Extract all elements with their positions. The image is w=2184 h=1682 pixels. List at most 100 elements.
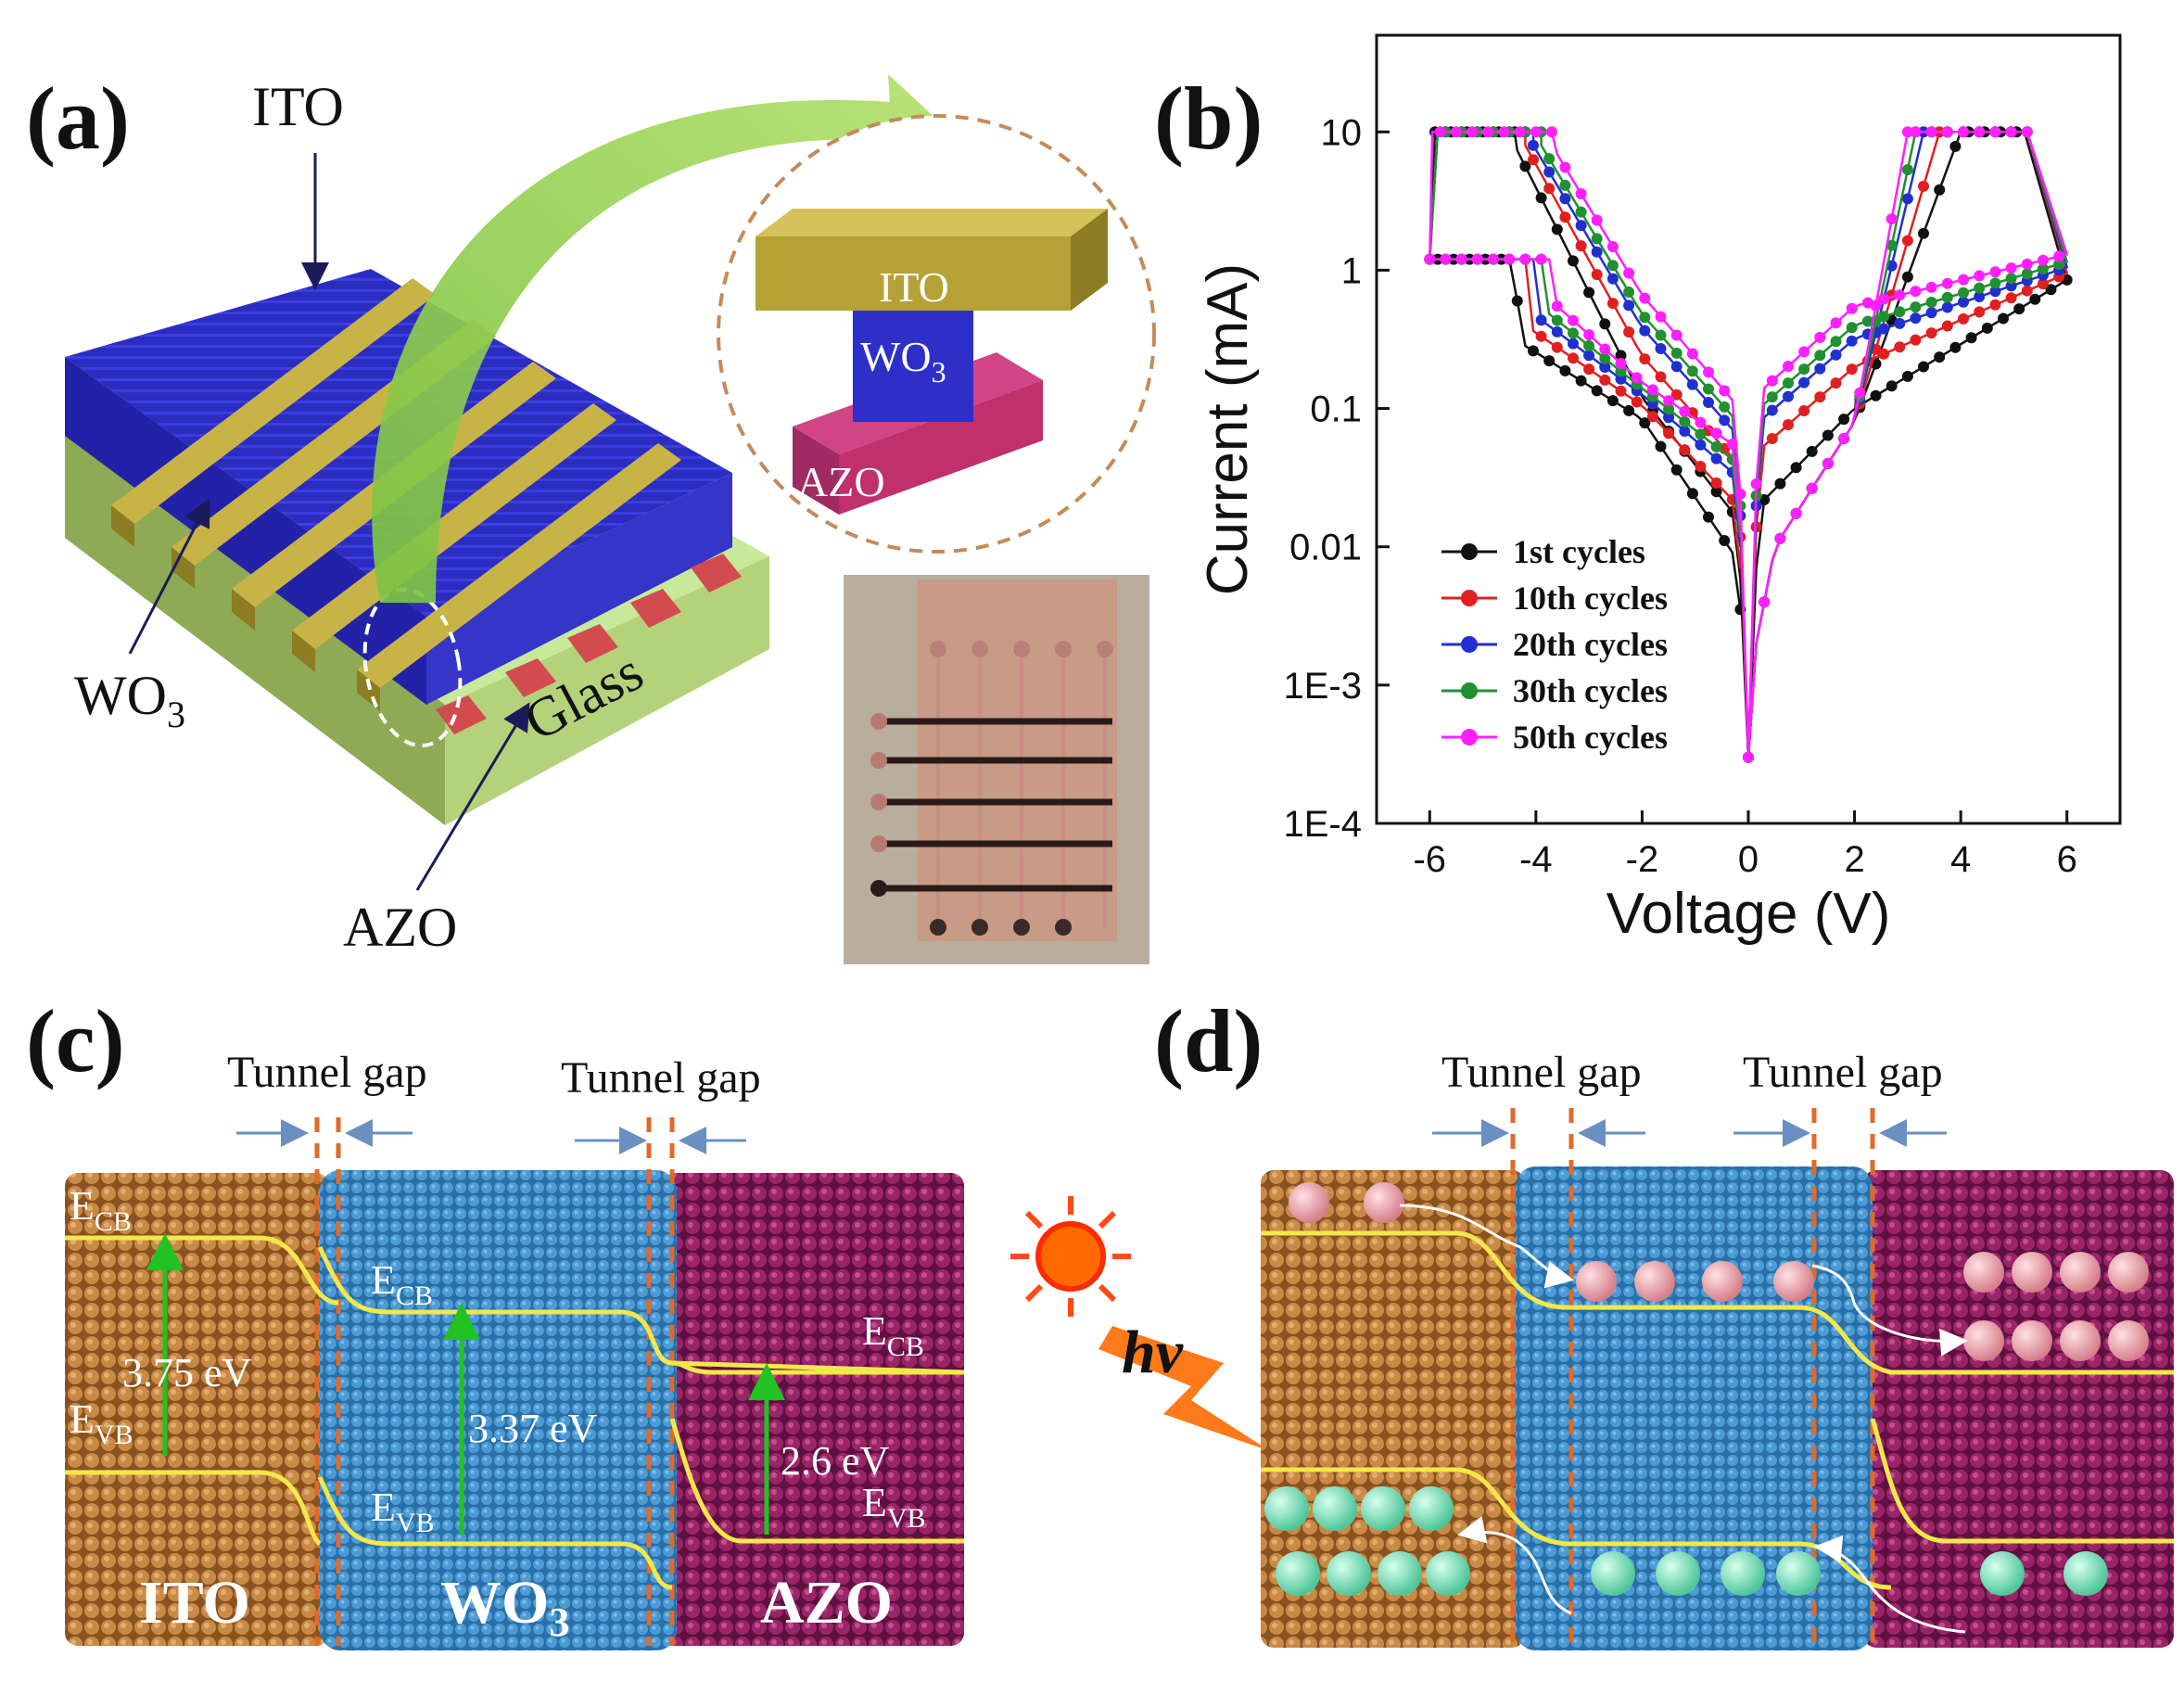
data-point [1925, 126, 1937, 138]
data-point [1719, 401, 1731, 413]
data-point [1695, 416, 1707, 428]
data-point [1551, 223, 1563, 236]
data-point [1974, 126, 1986, 138]
data-point [1878, 348, 1890, 360]
data-point [1551, 300, 1563, 312]
data-point [1599, 362, 1611, 373]
data-point [1543, 355, 1555, 367]
data-point [1568, 352, 1579, 364]
data-point [1846, 322, 1858, 334]
data-point [1639, 353, 1651, 365]
data-point [1894, 306, 1906, 318]
data-point [1615, 373, 1627, 385]
data-point [1679, 426, 1691, 437]
x-tick-label: -2 [1626, 839, 1659, 880]
series-line [1428, 131, 2069, 758]
data-point [1910, 126, 1922, 138]
data-point [1591, 233, 1603, 245]
data-point [1719, 535, 1731, 546]
data-point [1670, 361, 1682, 373]
data-point [1958, 274, 1969, 286]
data-point [1878, 293, 1890, 305]
data-point [1498, 126, 1510, 138]
azo-name: AZO [760, 1569, 893, 1637]
inset-ito-label: ITO [879, 263, 949, 311]
data-point [1606, 260, 1619, 272]
inset-azo-label: AZO [797, 458, 885, 505]
data-point [1655, 440, 1667, 452]
data-point [1759, 596, 1771, 608]
data-point [1838, 433, 1850, 444]
inset-cross-section: ITO WO3 AZO [717, 114, 1156, 554]
data-point [1583, 339, 1595, 351]
data-point [1766, 433, 1778, 444]
data-point [1568, 327, 1579, 339]
data-point [1726, 439, 1738, 450]
data-point [1830, 349, 1842, 361]
data-point [1719, 414, 1731, 427]
data-point [1846, 302, 1858, 314]
data-point [2021, 285, 2033, 297]
data-point [1886, 213, 1898, 225]
data-point [2037, 278, 2049, 290]
callout-wo3-arrow [128, 498, 210, 655]
data-point [1974, 291, 1986, 302]
data-point [1686, 365, 1698, 377]
data-point [1670, 347, 1682, 359]
data-point [1798, 346, 1810, 358]
data-point [1743, 751, 1754, 763]
data-point [2005, 262, 2017, 274]
data-point [1686, 378, 1698, 390]
data-point [1958, 126, 1969, 138]
data-point [1766, 391, 1778, 403]
panel-a: (a) [26, 69, 1156, 964]
data-point [1606, 241, 1619, 252]
ito-evb-label: EVB [70, 1396, 133, 1450]
data-point [1719, 385, 1731, 397]
ito-name: ITO [139, 1569, 250, 1637]
data-point [1925, 307, 1937, 319]
data-point [1861, 315, 1873, 327]
data-point [1901, 126, 1913, 138]
data-point [1623, 267, 1635, 279]
data-point [1814, 350, 1826, 362]
data-point [1989, 277, 2001, 289]
data-point [1639, 325, 1651, 337]
band-gap-arrows [146, 1233, 785, 1535]
data-point [1925, 281, 1937, 293]
data-point [1615, 350, 1627, 362]
data-point [1528, 345, 1539, 357]
data-point [1655, 371, 1667, 383]
data-point [2021, 268, 2033, 280]
data-point [1655, 343, 1667, 354]
data-point [2053, 250, 2065, 262]
data-point [1655, 311, 1667, 323]
data-point [1559, 193, 1571, 205]
data-point [1670, 329, 1682, 341]
data-point [1918, 227, 1929, 239]
sun-icon [1010, 1196, 1131, 1317]
tunnel-gap-label-1: Tunnel gap [227, 1048, 427, 1097]
data-point [2021, 126, 2033, 138]
legend-marker [1461, 682, 1478, 699]
data-point [1568, 314, 1579, 326]
data-point [1655, 329, 1667, 341]
data-point [1894, 317, 1906, 329]
data-point [1568, 338, 1579, 350]
panel-d-label: (d) [1154, 991, 1263, 1090]
y-tick-label: 10 [1321, 112, 1363, 153]
data-point [1806, 445, 1818, 457]
data-point [1695, 439, 1707, 451]
data-point [1679, 405, 1691, 417]
data-point [2013, 303, 2025, 315]
device-photo [844, 575, 1149, 964]
data-point [1639, 292, 1651, 304]
data-point [1424, 253, 1436, 265]
data-point [1646, 384, 1658, 396]
data-point [1551, 341, 1563, 353]
